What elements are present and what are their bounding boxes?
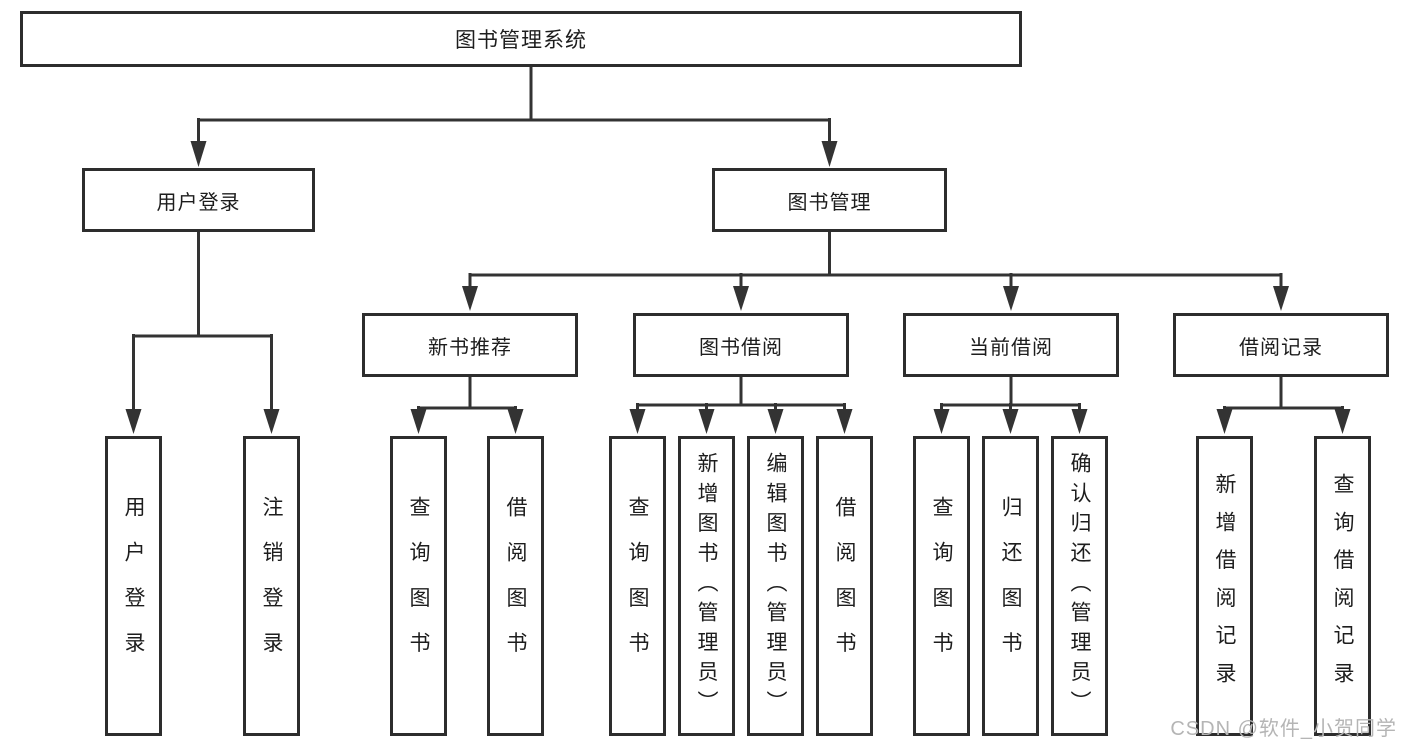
arrowhead-icon <box>698 409 715 434</box>
node-label: 查询图书 <box>930 495 954 677</box>
node-query-books-recommend: 查询图书 <box>390 436 447 736</box>
node-new-book-recommendation: 新书推荐 <box>362 313 578 377</box>
arrowhead-icon <box>1003 286 1019 311</box>
node-label: 确认归还（管理员） <box>1068 451 1092 721</box>
borrowing-records-connector <box>1216 374 1351 434</box>
new-book-connector <box>410 374 524 434</box>
node-label: 借阅记录 <box>1239 336 1323 359</box>
arrowhead-icon <box>1216 409 1233 434</box>
arrowhead-icon <box>462 286 478 311</box>
node-query-books-borrowing: 查询图书 <box>609 436 666 736</box>
book-management-connector <box>462 229 1289 311</box>
node-label: 图书借阅 <box>699 336 783 359</box>
node-add-books-admin: 新增图书（管理员） <box>678 436 735 736</box>
node-label: 归还图书 <box>999 495 1023 677</box>
node-return-books: 归还图书 <box>982 436 1039 736</box>
node-label: 查询借阅记录 <box>1331 472 1355 700</box>
node-label: 注销登录 <box>260 495 284 677</box>
node-label: 用户登录 <box>156 191 241 214</box>
node-user-login-leaf: 用户登录 <box>105 436 162 736</box>
arrowhead-icon <box>125 409 142 434</box>
node-book-borrowing: 图书借阅 <box>633 313 849 377</box>
node-label: 图书管理系统 <box>455 29 587 52</box>
node-label: 编辑图书（管理员） <box>764 451 788 721</box>
node-label: 借阅图书 <box>833 495 857 677</box>
node-label: 借阅图书 <box>504 495 528 677</box>
node-edit-books-admin: 编辑图书（管理员） <box>747 436 804 736</box>
arrowhead-icon <box>836 409 853 434</box>
arrowhead-icon <box>821 141 838 167</box>
node-label: 新增借阅记录 <box>1213 472 1237 700</box>
arrowhead-icon <box>733 286 749 311</box>
node-label: 查询图书 <box>407 495 431 677</box>
node-user-login: 用户登录 <box>82 168 315 232</box>
current-borrowing-connector <box>933 374 1088 434</box>
node-book-management: 图书管理 <box>712 168 947 232</box>
node-borrow-books-recommend: 借阅图书 <box>487 436 544 736</box>
book-borrowing-connector <box>629 374 853 434</box>
node-label: 用户登录 <box>122 495 146 677</box>
arrowhead-icon <box>629 409 646 434</box>
arrowhead-icon <box>410 409 427 434</box>
arrowhead-icon <box>1071 409 1088 434</box>
arrowhead-icon <box>190 141 207 167</box>
arrowhead-icon <box>767 409 784 434</box>
node-label: 新增图书（管理员） <box>695 451 719 721</box>
arrowhead-icon <box>933 409 950 434</box>
arrowhead-icon <box>263 409 280 434</box>
node-add-borrow-record: 新增借阅记录 <box>1196 436 1253 736</box>
user-login-connector <box>125 229 280 434</box>
node-label: 图书管理 <box>787 191 872 214</box>
root-connector <box>190 66 838 167</box>
node-label: 查询图书 <box>626 495 650 677</box>
watermark: CSDN @软件_小贺同学 <box>1170 718 1397 740</box>
node-query-books-current: 查询图书 <box>913 436 970 736</box>
node-label: 新书推荐 <box>428 336 512 359</box>
arrowhead-icon <box>1273 286 1289 311</box>
node-current-borrowing: 当前借阅 <box>903 313 1119 377</box>
arrowhead-icon <box>1334 409 1351 434</box>
arrowhead-icon <box>1002 409 1019 434</box>
node-borrow-books-borrowing: 借阅图书 <box>816 436 873 736</box>
arrowhead-icon <box>507 409 524 434</box>
node-logout-leaf: 注销登录 <box>243 436 300 736</box>
node-borrowing-records: 借阅记录 <box>1173 313 1389 377</box>
node-root: 图书管理系统 <box>20 11 1022 67</box>
node-query-borrow-record: 查询借阅记录 <box>1314 436 1371 736</box>
node-confirm-return-admin: 确认归还（管理员） <box>1051 436 1108 736</box>
node-label: 当前借阅 <box>969 336 1053 359</box>
